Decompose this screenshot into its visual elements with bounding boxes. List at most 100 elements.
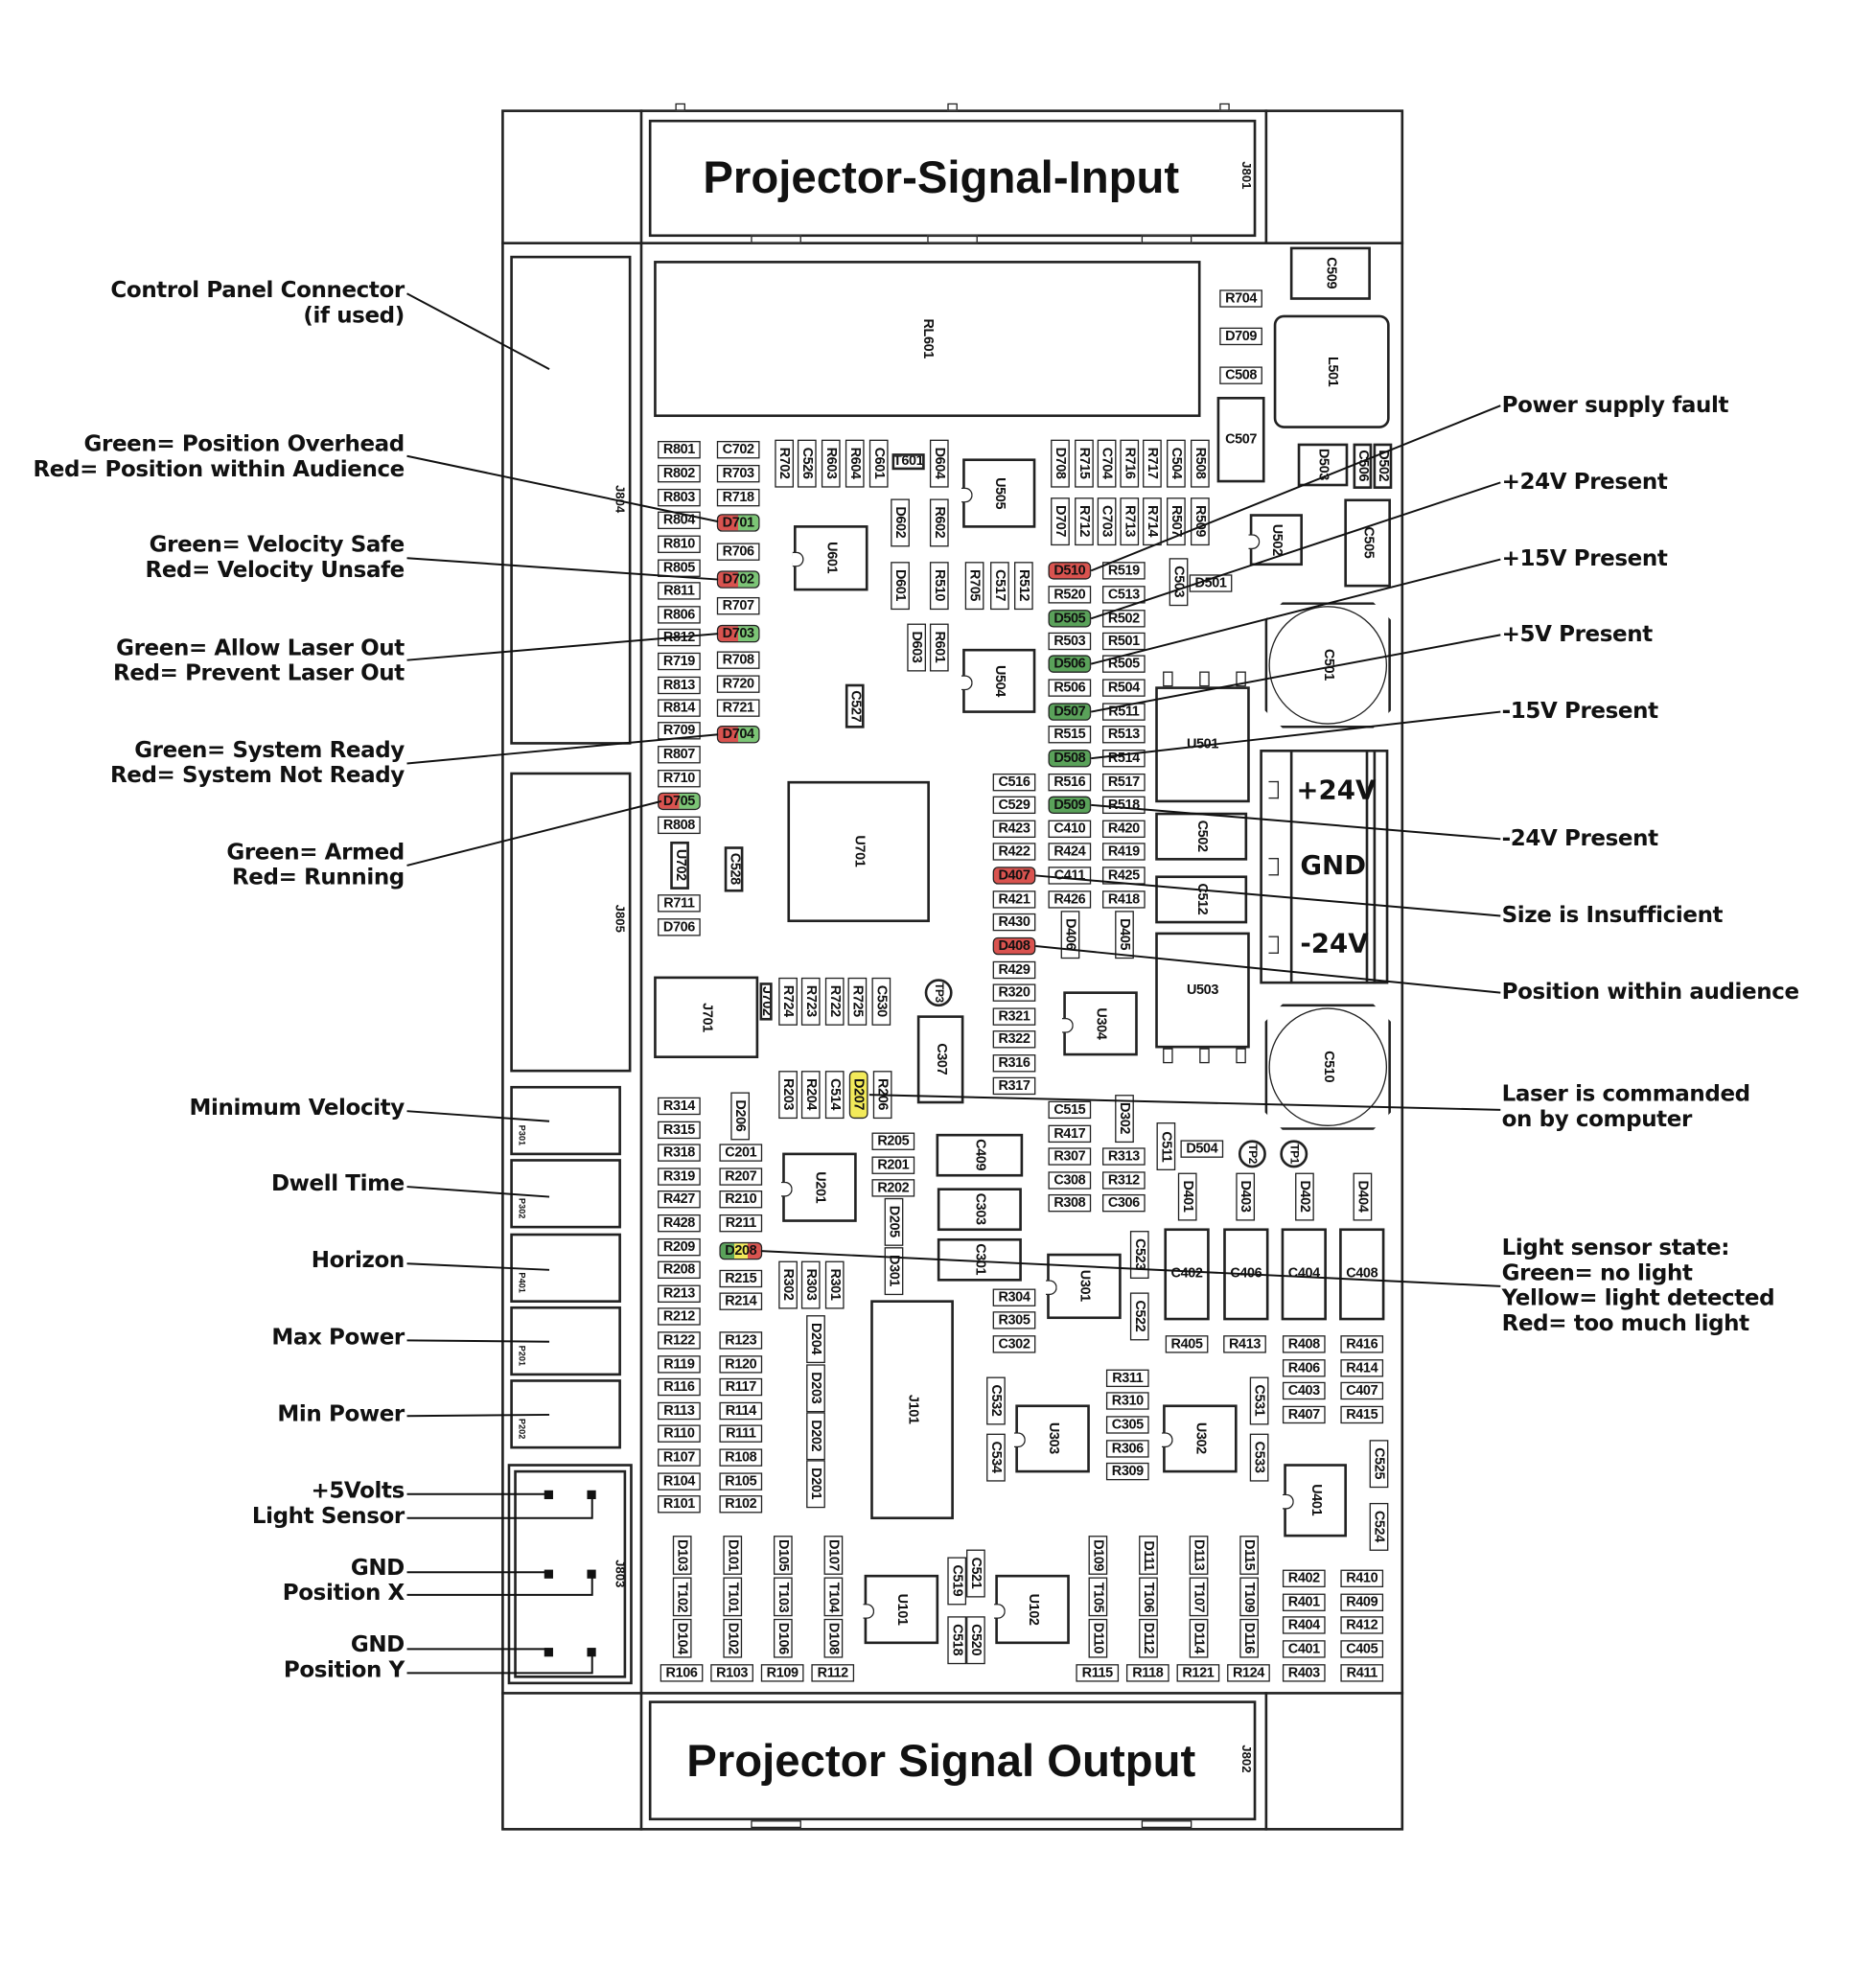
component-u503: U503 — [1155, 932, 1250, 1049]
ic-notch-icon — [863, 1603, 875, 1619]
component-d602: D602 — [890, 498, 910, 547]
component-r518: R518 — [1102, 796, 1146, 815]
component-r302: R302 — [777, 1260, 798, 1309]
component-r709: R709 — [658, 722, 701, 740]
component-j702: J702 — [759, 982, 773, 1021]
component-r603: R603 — [821, 439, 840, 488]
callout-24v-present: +24V Present — [1501, 470, 1668, 496]
component-d507: D507 — [1048, 703, 1092, 721]
component-d407: D407 — [992, 867, 1036, 885]
component-r513: R513 — [1102, 726, 1146, 744]
connector-ref: J805 — [612, 904, 627, 933]
callout-line: Laser is commanded — [1501, 1081, 1750, 1108]
component-r717: R717 — [1142, 439, 1162, 488]
horizon-pot — [510, 1233, 621, 1303]
ic-notch-icon — [993, 1603, 1006, 1619]
component-r312: R312 — [1102, 1171, 1146, 1190]
component-d114: D114 — [1189, 1618, 1208, 1658]
divider — [639, 109, 643, 1831]
component-r721: R721 — [716, 699, 760, 717]
component-r704: R704 — [1219, 289, 1262, 308]
component-r310: R310 — [1105, 1392, 1149, 1410]
component-c529: C529 — [992, 796, 1036, 815]
component-r111: R111 — [719, 1424, 763, 1443]
component-r316: R316 — [992, 1054, 1036, 1073]
component-r102: R102 — [719, 1495, 763, 1514]
ic-notch-icon — [1014, 1432, 1026, 1448]
component-r214: R214 — [719, 1292, 763, 1310]
component-r120: R120 — [719, 1355, 763, 1374]
sensor-connector-inner — [514, 1469, 627, 1678]
component-r807: R807 — [658, 746, 701, 764]
pin — [544, 1569, 553, 1579]
component-r101: R101 — [658, 1495, 701, 1514]
min-velocity-pot — [510, 1085, 621, 1156]
callout-gnd-x: GND — [350, 1556, 405, 1582]
component-d406: D406 — [1059, 911, 1079, 959]
callout-position-audience: Position within audience — [1501, 980, 1799, 1006]
component-r517: R517 — [1102, 773, 1146, 792]
component-r515: R515 — [1048, 726, 1092, 744]
component-c405: C405 — [1340, 1640, 1384, 1658]
callout-minus24v-present: -24V Present — [1501, 826, 1658, 852]
component-d701: D701 — [716, 514, 760, 532]
component-u501: U501 — [1155, 686, 1250, 803]
component-r206: R206 — [872, 1071, 891, 1120]
pot-ref: P201 — [516, 1345, 526, 1367]
component-r211: R211 — [719, 1214, 763, 1233]
pin — [587, 1490, 596, 1500]
component-r314: R314 — [658, 1097, 701, 1116]
component-r301: R301 — [824, 1260, 844, 1309]
divider — [501, 242, 1404, 244]
regulator-pin — [1163, 1048, 1173, 1064]
capacitor-can-icon — [1268, 1007, 1388, 1126]
component-d505: D505 — [1048, 610, 1092, 628]
component-d101: D101 — [722, 1536, 742, 1575]
ic-notch-icon — [1161, 1432, 1173, 1448]
component-c303: C303 — [937, 1188, 1022, 1232]
component-u401: U401 — [1284, 1464, 1347, 1537]
callout-size-insufficient: Size is Insufficient — [1501, 903, 1724, 929]
callout-line: Control Panel Connector — [110, 278, 405, 304]
component-r810: R810 — [658, 535, 701, 553]
component-r402: R402 — [1282, 1569, 1326, 1588]
component-r412: R412 — [1340, 1616, 1384, 1634]
regulator-pin — [1199, 671, 1210, 687]
pin — [544, 1648, 553, 1657]
component-d704: D704 — [716, 726, 760, 744]
component-r428: R428 — [658, 1214, 701, 1233]
component-r308: R308 — [1048, 1193, 1092, 1213]
component-d107: D107 — [822, 1536, 843, 1575]
component-r509: R509 — [1190, 497, 1210, 546]
component-r414: R414 — [1340, 1359, 1384, 1377]
terminal-gnd: GND — [1300, 850, 1367, 881]
component-r719: R719 — [658, 652, 701, 671]
component-d103: D103 — [672, 1536, 691, 1575]
component-r118: R118 — [1125, 1664, 1169, 1682]
component-d110: D110 — [1087, 1618, 1107, 1658]
pin — [587, 1648, 596, 1657]
callout-horizon: Horizon — [311, 1248, 405, 1274]
connector-tab — [751, 1820, 801, 1829]
component-r304: R304 — [992, 1288, 1036, 1306]
component-r311: R311 — [1105, 1369, 1149, 1388]
component-u302: U302 — [1163, 1404, 1238, 1473]
callout-max-power: Max Power — [271, 1325, 405, 1351]
component-d510: D510 — [1048, 562, 1092, 580]
connector-tab — [1141, 1820, 1192, 1829]
connector-tab — [927, 235, 978, 243]
component-c521: C521 — [965, 1549, 985, 1598]
component-d405: D405 — [1114, 911, 1134, 959]
component-r710: R710 — [658, 770, 701, 788]
component-d706: D706 — [658, 918, 701, 936]
component-c409: C409 — [936, 1133, 1024, 1177]
component-d702: D702 — [716, 570, 760, 589]
callout-plus5: +5Volts — [311, 1478, 405, 1505]
component-d204: D204 — [805, 1315, 825, 1364]
callout-control-panel: Control Panel Connector(if used) — [110, 278, 405, 329]
component-r707: R707 — [716, 596, 760, 615]
component-r420: R420 — [1102, 820, 1146, 839]
component-u505: U505 — [962, 458, 1036, 528]
callout-line: Red= Prevent Laser Out — [112, 661, 405, 687]
